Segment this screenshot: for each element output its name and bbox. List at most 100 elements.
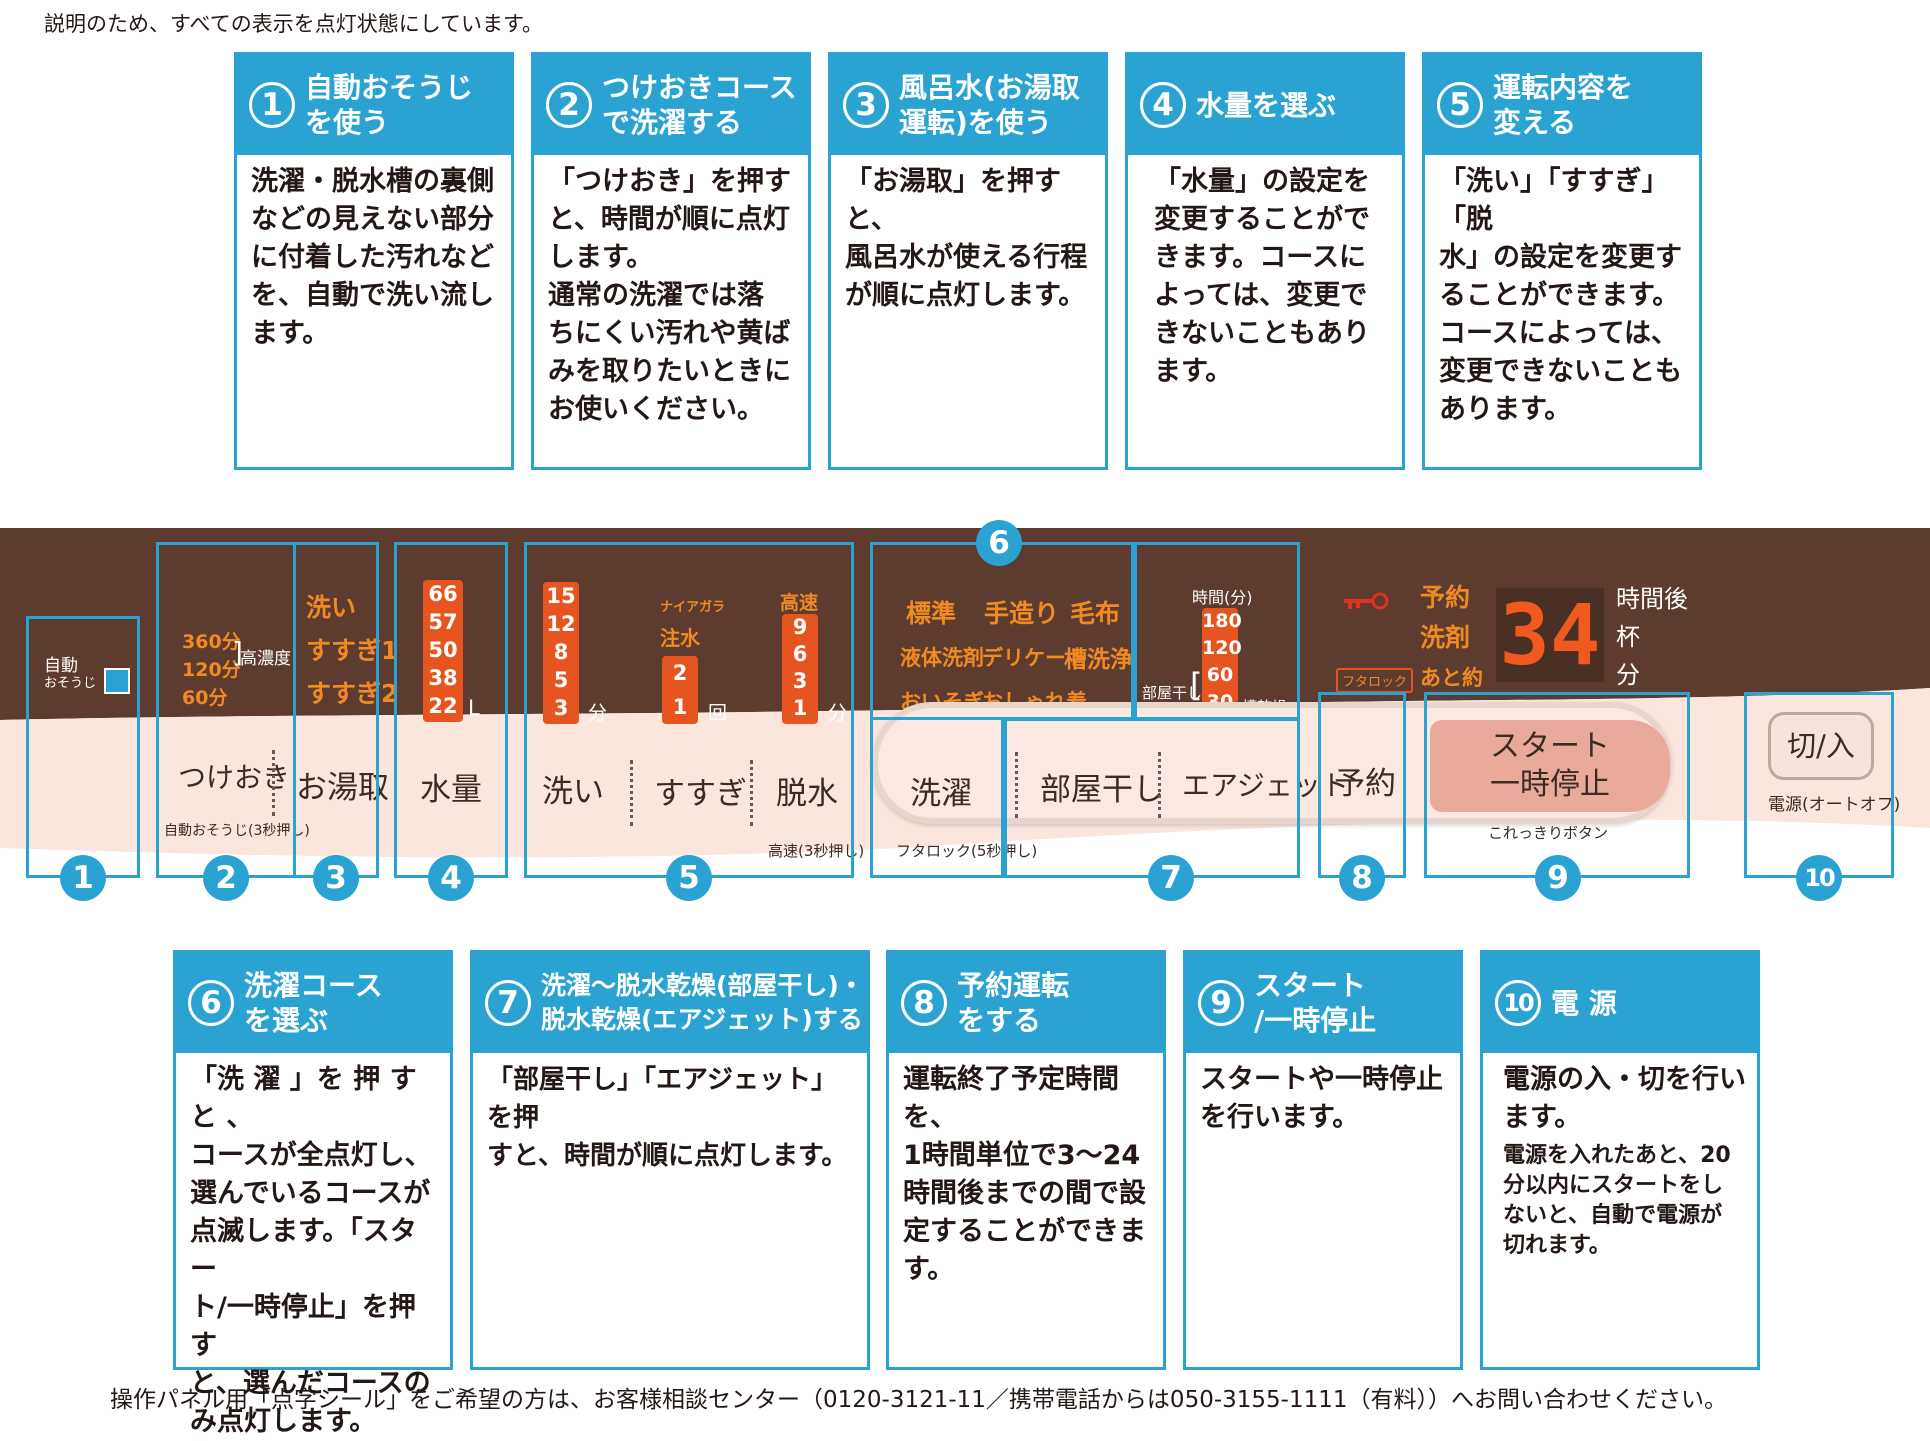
dry-60: 60	[1206, 664, 1234, 686]
water-level-indicators: 66 57 50 38 22	[423, 580, 463, 722]
spin-button[interactable]: 脱水	[776, 776, 838, 812]
highlight-6-button	[870, 718, 1004, 878]
time-60: 60分	[182, 687, 228, 709]
step-number: 10	[1495, 980, 1541, 1026]
time-120: 120分	[182, 659, 241, 681]
reserve-button[interactable]: 予約	[1334, 766, 1396, 802]
rinse-unit: 回	[708, 702, 728, 724]
badge-1: 1	[60, 855, 106, 901]
display-units: 時間後 杯 分	[1616, 580, 1688, 694]
start-pause-button[interactable]: スタート 一時停止	[1430, 720, 1670, 812]
spin-3: 3	[792, 669, 808, 693]
highlight-8	[1318, 692, 1406, 878]
info-title: 洗濯〜脱水乾燥(部屋干し)・ 脱水乾燥(エアジェット)する	[541, 971, 864, 1034]
highlight-10	[1744, 692, 1894, 878]
unit-minutes: 分	[1616, 661, 1640, 689]
spin-1: 1	[792, 696, 808, 720]
highlight-9	[1424, 692, 1690, 878]
highlight-2	[156, 542, 296, 878]
info-title: 水量を選ぶ	[1196, 88, 1337, 122]
dry-180: 180	[1202, 610, 1242, 632]
level-38: 38	[428, 666, 458, 690]
highlight-1	[26, 616, 140, 878]
badge-7: 7	[1148, 855, 1194, 901]
info-title: 運転内容を 変える	[1493, 71, 1634, 139]
info-body: 「お湯取」を押すと、 風呂水が使える行程 が順に点灯します。	[845, 166, 1088, 311]
spin-unit: 分	[828, 702, 848, 724]
airjet-button[interactable]: エアジェット	[1182, 769, 1349, 802]
level-66: 66	[428, 582, 458, 606]
wash-time-indicators: 15 12 8 5 3	[543, 582, 579, 724]
info-body: 「部屋干し」「エアジェット」を押 すと、時間が順に点灯します。	[487, 1065, 848, 1171]
top-note: 説明のため、すべての表示を点灯状態にしています。	[44, 12, 543, 36]
kousoku-hold-note: 高速(3秒押し)	[768, 842, 865, 860]
pause-label: 一時停止	[1490, 767, 1610, 802]
course-standard: 標準	[906, 599, 957, 628]
course-moufu: 毛布	[1070, 599, 1121, 628]
step-number: 3	[843, 82, 889, 128]
step-number: 9	[1198, 980, 1244, 1026]
oyutori-button[interactable]: お湯取	[296, 770, 389, 806]
power-sub-label: 電源(オートオフ)	[1768, 795, 1901, 815]
info-body: スタートや一時停止 を行います。	[1200, 1064, 1443, 1133]
info-note: 電源を入れたあと、20 分以内にスタートをし ないと、自動で電源が 切れます。	[1503, 1143, 1731, 1258]
power-button[interactable]: 切/入	[1768, 712, 1874, 780]
auto-clean-line1: 自動	[44, 656, 78, 676]
info-title: つけおきコース で洗濯する	[602, 71, 797, 139]
highlight-3	[293, 542, 379, 878]
digital-display: 34	[1496, 588, 1604, 682]
korekkiri-label: これっきりボタン	[1488, 824, 1609, 842]
level-22: 22	[428, 694, 458, 718]
spin-9: 9	[792, 615, 808, 639]
wash-5: 5	[553, 668, 569, 692]
wash-button[interactable]: 洗い	[542, 774, 604, 810]
badge-2: 2	[203, 855, 249, 901]
highlight-7-buttons	[1004, 718, 1300, 878]
dry-bracket-glyph: [	[1190, 666, 1203, 704]
unit-cups: 杯	[1616, 623, 1640, 651]
dry-time-label: 時間(分)	[1192, 588, 1253, 607]
info-body: 電源の入・切を行い ます。	[1503, 1064, 1746, 1133]
rinse-button[interactable]: すすぎ	[654, 776, 747, 812]
heyaboshi-button[interactable]: 部屋干し	[1040, 772, 1164, 808]
info-body: 「洗 濯 」を 押 す と 、 コースが全点灯し、 選んでいるコースが 点滅しま…	[190, 1064, 432, 1437]
badge-6: 6	[976, 520, 1022, 566]
key-icon	[1344, 592, 1389, 610]
unit-hours-after: 時間後	[1616, 585, 1688, 613]
rinse-2: 2	[672, 661, 688, 685]
water-unit: L	[468, 696, 480, 720]
heyaboshi-small-label: 部屋干し	[1142, 684, 1203, 702]
divider	[1158, 752, 1161, 818]
spin-6: 6	[792, 642, 808, 666]
kousoku-label: 高速	[780, 592, 819, 614]
koudo-label: 高濃度	[240, 649, 291, 669]
badge-8: 8	[1339, 855, 1385, 901]
course-sousenjou: 槽洗浄	[1064, 647, 1133, 673]
divider	[750, 760, 753, 826]
badge-10: 10	[1796, 855, 1842, 901]
level-50: 50	[428, 638, 458, 662]
water-level-button[interactable]: 水量	[420, 772, 482, 808]
step-number: 1	[249, 82, 295, 128]
tsukeoki-button[interactable]: つけおき	[178, 761, 291, 794]
nagara-label: ナイアガラ	[660, 600, 726, 615]
badge-5: 5	[666, 855, 712, 901]
info-title: スタート /一時停止	[1254, 969, 1377, 1037]
dry-120: 120	[1202, 637, 1242, 659]
wash-unit: 分	[588, 702, 608, 724]
auto-clean-label: 自動 おそうじ	[44, 658, 96, 692]
info-body: 「つけおき」を押す と、時間が順に点灯 します。 通常の洗濯では落 ちにくい汚れ…	[548, 166, 791, 425]
info-title: 予約運転 をする	[957, 969, 1070, 1037]
step-number: 8	[901, 980, 947, 1026]
badge-4: 4	[428, 855, 474, 901]
sentaku-button[interactable]: 洗濯	[910, 776, 972, 812]
info-body: 運転終了予定時間を、 1時間単位で3〜24 時間後までの間で設 定することができ…	[903, 1064, 1146, 1285]
divider	[630, 760, 633, 826]
step-number: 6	[188, 980, 234, 1026]
info-title: 洗濯コース を選ぶ	[244, 969, 383, 1037]
badge-3: 3	[313, 855, 359, 901]
